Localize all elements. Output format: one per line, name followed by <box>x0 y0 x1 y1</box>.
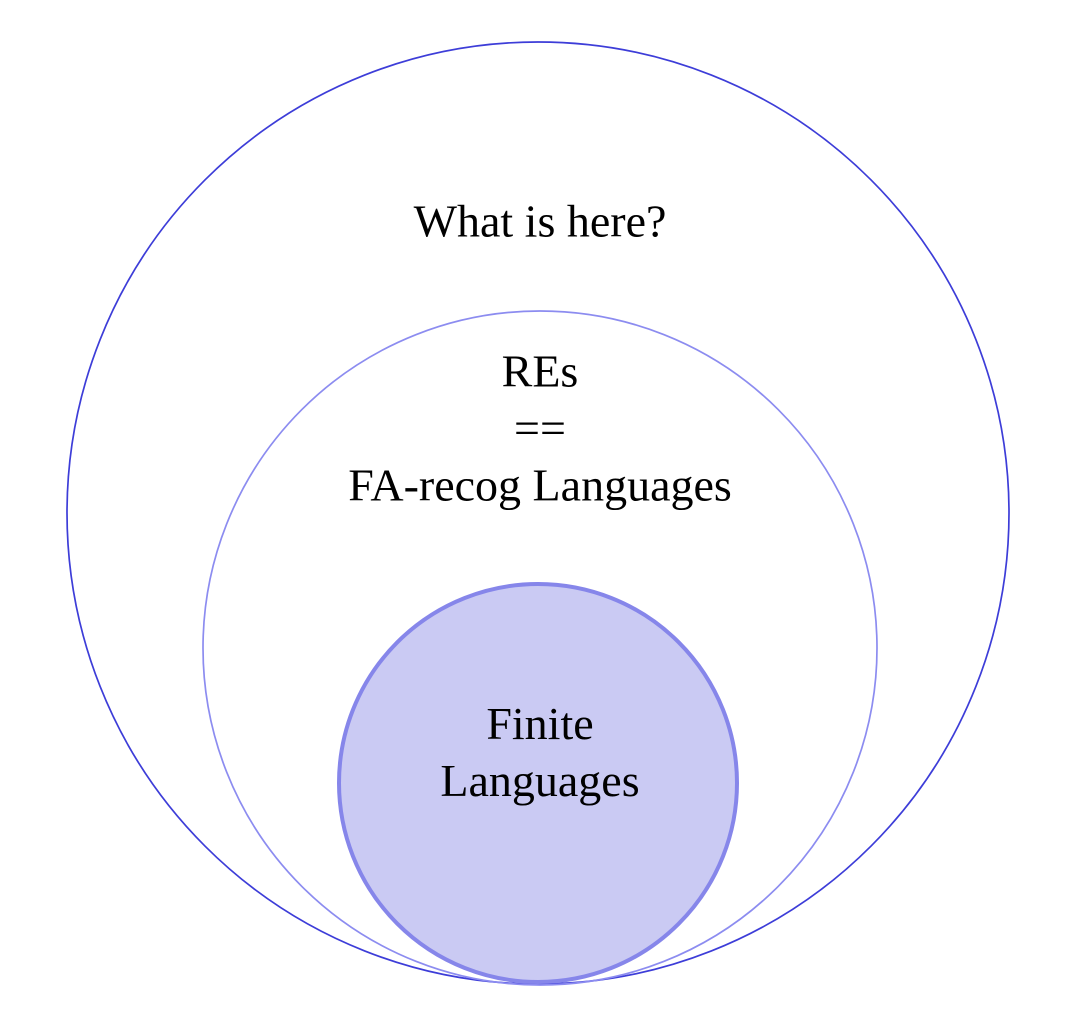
inner-circle-label-line2: Languages <box>440 755 640 806</box>
inner-circle <box>337 582 739 984</box>
middle-circle-label-line3: FA-recog Languages <box>348 459 732 511</box>
inner-circle-label: Finite Languages <box>440 695 639 809</box>
middle-circle-label-line2: == <box>514 402 566 454</box>
middle-circle-label-line1: REs <box>501 345 579 397</box>
inner-circle-label-line1: Finite <box>486 698 594 749</box>
middle-circle-label: REs == FA-recog Languages <box>348 343 732 514</box>
outer-circle-label: What is here? <box>413 195 667 247</box>
middle-circle <box>202 310 878 986</box>
